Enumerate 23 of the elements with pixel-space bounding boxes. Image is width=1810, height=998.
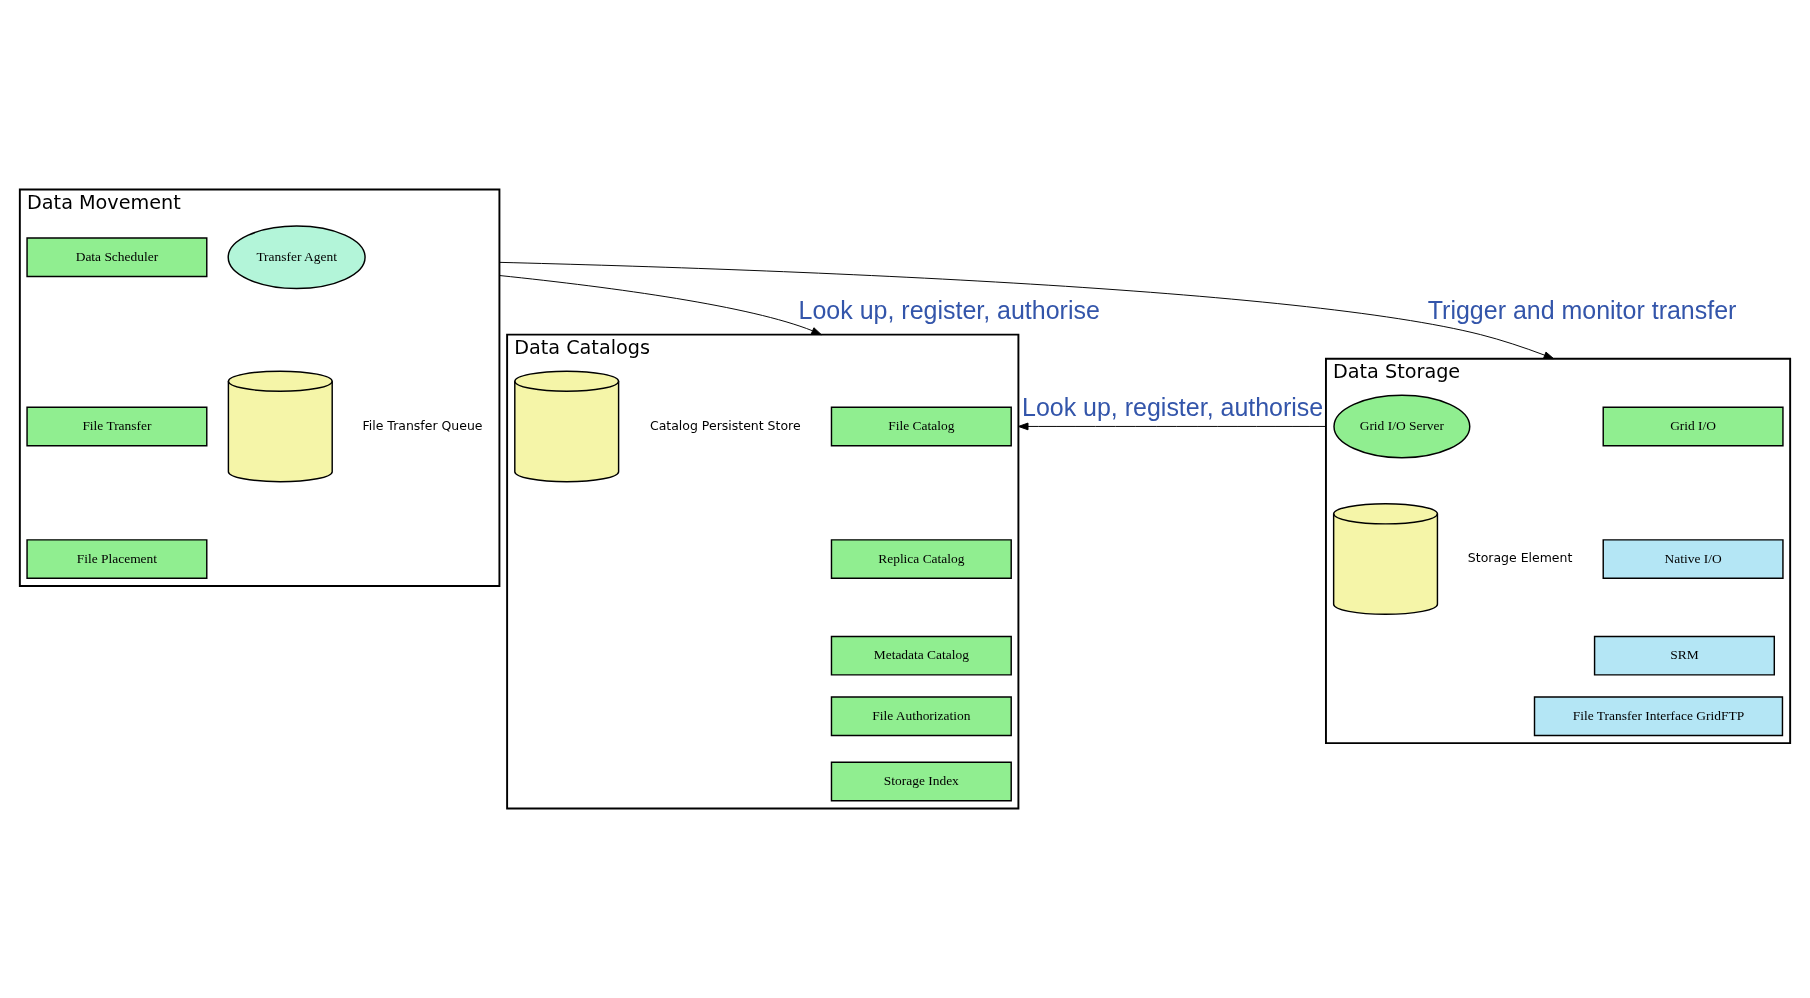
edge-label: Trigger and monitor transfer	[1427, 296, 1737, 325]
edge-label: Look up, register, authorise	[798, 296, 1100, 325]
node-box: File Placement	[26, 539, 208, 579]
node-box: SRM	[1593, 635, 1775, 676]
node-box: Replica Catalog	[830, 539, 1012, 579]
node-box: File Transfer	[26, 406, 208, 447]
node-label: Catalog Persistent Store	[649, 417, 801, 433]
arrow	[1017, 422, 1327, 431]
node-label: File Transfer Queue	[362, 417, 483, 433]
node-box: Storage Index	[830, 761, 1012, 802]
node-box: File Catalog	[830, 406, 1012, 447]
node-ellipse: Transfer Agent	[227, 225, 366, 290]
node-box: Grid I/O	[1602, 406, 1784, 447]
node-box: File Authorization	[830, 696, 1012, 737]
arrow	[498, 275, 822, 336]
node-box: Native I/O	[1602, 539, 1784, 579]
edge-label: Look up, register, authorise	[1022, 392, 1324, 421]
arrow	[498, 261, 1555, 360]
node-label: Storage Element	[1467, 550, 1573, 566]
node-ellipse: Grid I/O Server	[1333, 394, 1471, 459]
node-box: File Transfer Interface GridFTP	[1533, 696, 1784, 737]
node-box: Metadata Catalog	[830, 635, 1012, 676]
node-box: Data Scheduler	[26, 237, 208, 278]
